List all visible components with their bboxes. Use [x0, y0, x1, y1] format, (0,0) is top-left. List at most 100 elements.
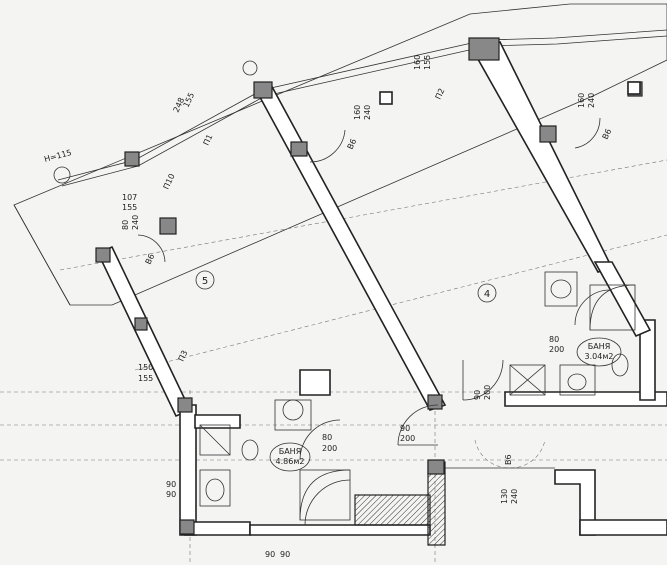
door-swing	[462, 359, 504, 401]
dim: 200	[483, 385, 492, 400]
column	[95, 247, 111, 263]
dim: 130	[500, 489, 509, 504]
dim: 80	[121, 220, 130, 230]
door-swing	[304, 479, 351, 526]
door-swing	[574, 117, 601, 149]
room-4-marker	[477, 283, 497, 303]
sink-right	[544, 271, 578, 307]
bath-left-marker	[269, 442, 311, 472]
door-swing	[574, 289, 611, 326]
construction-line	[134, 234, 667, 371]
window-label-p1: П1	[202, 133, 215, 147]
dim: 240	[587, 93, 596, 108]
column	[159, 217, 177, 235]
bath-right-wall	[639, 319, 656, 401]
window-label-p2: П2	[434, 87, 447, 101]
room-4-label: 4	[484, 289, 490, 300]
bath-left-area: 4.86м2	[276, 457, 305, 466]
toilet-right	[611, 353, 629, 377]
south-wall-mid	[249, 524, 431, 536]
dim: 90	[400, 424, 410, 433]
column	[468, 37, 500, 61]
column	[179, 519, 195, 535]
dim: 155	[122, 203, 137, 212]
cabinet-diag	[199, 424, 231, 456]
dim: 80	[322, 433, 332, 442]
shower-right-curve	[589, 284, 636, 331]
column-marker	[53, 166, 71, 184]
dim: 150	[138, 363, 153, 372]
sink-bath-right	[559, 364, 596, 396]
inner-wall-bath-left-2	[299, 369, 331, 396]
window-mullion	[379, 91, 393, 105]
washing-machine-diag	[509, 364, 546, 396]
column	[134, 317, 148, 331]
bath-right-partition	[593, 261, 652, 338]
bath-right-area: 3.04м2	[585, 352, 614, 361]
dim: 200	[400, 434, 415, 443]
sink-entry	[199, 469, 231, 507]
window-label-p10: П10	[162, 172, 177, 190]
door-label: В6	[504, 454, 513, 465]
dim: 240	[363, 105, 372, 120]
dim: 155	[138, 374, 153, 383]
dim: 155	[182, 91, 197, 109]
balcony-edge	[13, 204, 71, 306]
dim: 90	[166, 480, 176, 489]
door-label: В6	[346, 137, 359, 150]
door-label: В6	[144, 252, 157, 265]
west-wall	[96, 245, 192, 418]
dim: 90	[280, 550, 290, 559]
west-wall-lower	[179, 404, 197, 536]
dim: 160	[577, 93, 586, 108]
corridor-wall	[504, 391, 667, 407]
dim: 160	[413, 55, 422, 70]
dim: 80	[549, 335, 559, 344]
column	[539, 125, 557, 143]
column	[427, 394, 443, 410]
dim: 90	[265, 550, 275, 559]
door-label: В6	[601, 127, 614, 140]
door-swing	[397, 404, 439, 446]
sink	[274, 399, 312, 431]
balcony-outline	[13, 3, 667, 306]
toilet	[241, 439, 259, 461]
dim: 240	[510, 489, 519, 504]
dim: 160	[353, 105, 362, 120]
south-wall-left	[184, 521, 251, 536]
cabinet	[199, 424, 231, 456]
column	[427, 459, 445, 475]
window-mullion	[627, 81, 641, 95]
window-label-p3: П3	[177, 349, 190, 363]
shower-curve	[299, 469, 351, 521]
shower-right	[589, 284, 636, 331]
inner-wall-bath-left	[194, 414, 241, 429]
partition-wall-right	[468, 41, 614, 273]
dim: 240	[131, 215, 140, 230]
bath-left-name: БАНЯ	[279, 447, 302, 456]
dim: 90	[166, 490, 176, 499]
washing-machine	[509, 364, 546, 396]
hatched-area	[354, 494, 431, 526]
bath-right-marker	[576, 337, 622, 367]
sink-entry-basin	[205, 478, 225, 502]
dim: 200	[549, 345, 564, 354]
facade-line	[57, 29, 667, 181]
sink-right-basin	[550, 279, 572, 299]
room-5-marker	[195, 270, 215, 290]
partition-wall-left	[253, 82, 447, 411]
column	[253, 81, 273, 99]
dim: 155	[423, 55, 432, 70]
column-marker	[242, 60, 258, 76]
column	[290, 141, 308, 157]
dim: 107	[122, 193, 137, 202]
door-swing	[309, 129, 346, 163]
shower	[299, 469, 351, 521]
door-swing-double	[474, 439, 546, 469]
bath-right-name: БАНЯ	[588, 342, 611, 351]
facade-line-inner	[61, 35, 667, 187]
door-swing	[137, 234, 166, 263]
room-5-label: 5	[202, 276, 208, 287]
bottom-right-wall-2	[579, 519, 667, 536]
